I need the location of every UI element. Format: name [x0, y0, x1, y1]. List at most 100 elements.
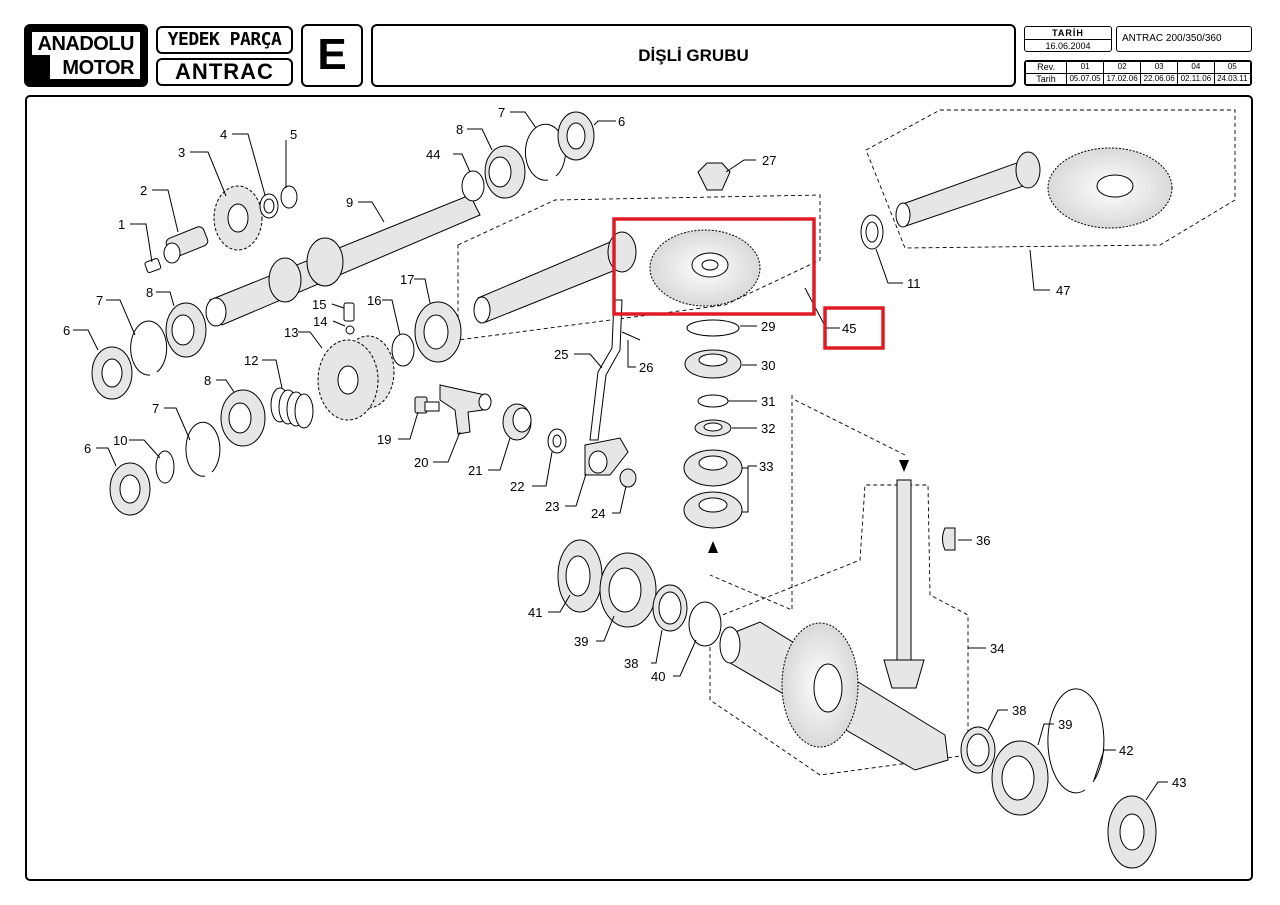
page-title: DİŞLİ GRUBU — [371, 24, 1016, 87]
label-part-8: 8 — [456, 122, 463, 137]
category-label: YEDEK PARÇA — [156, 26, 293, 54]
brand-logo: ANADOLU MOTOR — [24, 24, 148, 87]
label-part-6: 6 — [618, 114, 625, 129]
part-12-spring — [270, 387, 314, 429]
rev-date: 17.02.06 — [1103, 72, 1142, 85]
part-44-ring — [461, 170, 485, 202]
label-part-17: 17 — [400, 272, 414, 287]
part-6-seal-top — [557, 111, 595, 161]
rev-date-label: Tarih — [1025, 72, 1067, 85]
part-23-fork — [584, 437, 629, 476]
label-part-40: 40 — [651, 669, 665, 684]
part-47-pinion-shaft — [895, 151, 1041, 228]
arrow-up — [708, 541, 718, 553]
part-22-washer — [547, 428, 567, 454]
part-45-pinion-shaft — [473, 231, 637, 324]
rev-date: 24.03.11 — [1213, 72, 1251, 85]
label-part-26: 26 — [639, 360, 653, 375]
part-8-bearing-mid — [220, 389, 266, 447]
part-33-bearing-upper — [683, 449, 743, 487]
label-part-43: 43 — [1172, 775, 1186, 790]
part-2-pin — [163, 226, 209, 264]
label-part-12: 12 — [244, 353, 258, 368]
part-39-bearing-right — [991, 740, 1049, 816]
label-part-34: 34 — [990, 641, 1004, 656]
part-47-crown-gear — [1047, 147, 1173, 229]
part-5-ring — [280, 185, 298, 209]
label-part-19: 19 — [377, 432, 391, 447]
label-part-29: 29 — [761, 319, 775, 334]
label-part-38: 38 — [1012, 703, 1026, 718]
assembly-path-2 — [794, 399, 906, 456]
part-labels: 1 2 3 4 5 6 7 8 9 44 8 7 27 11 47 6 15 1… — [63, 105, 1186, 790]
part-45-crown-gear — [649, 229, 761, 307]
label-part-23: 23 — [545, 499, 559, 514]
label-part-39: 39 — [1058, 717, 1072, 732]
logo-line-2: MOTOR — [62, 57, 134, 79]
group-outline-34 — [709, 484, 969, 776]
label-part-31: 31 — [761, 394, 775, 409]
part-9-shaft — [205, 194, 481, 327]
label-part-2: 2 — [140, 183, 147, 198]
label-part-8: 8 — [146, 285, 153, 300]
part-15-spring — [343, 302, 355, 322]
label-part-41: 41 — [528, 605, 542, 620]
part-25-rod — [589, 299, 623, 441]
model-range: ANTRAC 200/350/360 — [1116, 26, 1252, 52]
label-part-33: 33 — [759, 459, 773, 474]
part-19-key — [414, 396, 440, 414]
part-14-ball — [345, 325, 355, 335]
leader-lines — [73, 111, 1168, 801]
label-part-39: 39 — [574, 634, 588, 649]
part-8-bearing-left — [165, 302, 207, 358]
label-part-30: 30 — [761, 358, 775, 373]
label-part-32: 32 — [761, 421, 775, 436]
part-27-nut — [697, 162, 731, 191]
label-part-16: 16 — [367, 293, 381, 308]
part-17-bearing — [414, 301, 462, 363]
label-part-4: 4 — [220, 127, 227, 142]
part-41-seal — [557, 539, 603, 613]
label-part-6: 6 — [63, 323, 70, 338]
part-38-ring-right — [960, 726, 996, 774]
revision-table: Rev. 01 02 03 04 05 Tarih 05.07.05 17.02… — [1024, 60, 1252, 86]
part-1-bolt — [144, 258, 162, 274]
part-6-seal-bottom — [109, 462, 151, 516]
part-30-bearing — [684, 349, 742, 379]
part-24-bolt — [619, 468, 637, 488]
label-part-1: 1 — [118, 217, 125, 232]
date-label: TARİH — [1025, 27, 1111, 40]
part-31-ring — [697, 394, 729, 408]
group-outline-45 — [457, 194, 821, 341]
label-part-42: 42 — [1119, 743, 1133, 758]
arrow-down — [899, 460, 909, 472]
part-3-gear — [213, 185, 263, 251]
label-part-20: 20 — [414, 455, 428, 470]
part-34-bevel-gear — [781, 622, 859, 748]
label-part-5: 5 — [290, 127, 297, 142]
label-part-10: 10 — [113, 433, 127, 448]
part-7-circlip-left — [130, 320, 168, 376]
part-13-double-gear — [317, 335, 395, 421]
label-part-13: 13 — [284, 325, 298, 340]
part-36-key — [942, 527, 956, 551]
label-part-11: 11 — [907, 276, 921, 291]
part-29-circlip — [686, 319, 740, 337]
part-40-shim — [688, 601, 722, 647]
model-name: ANTRAC — [156, 58, 293, 86]
drawing-frame — [25, 95, 1253, 881]
part-16-ring — [391, 333, 415, 367]
label-part-38: 38 — [624, 656, 638, 671]
label-part-21: 21 — [468, 463, 482, 478]
part-34-vertical-shaft — [883, 479, 925, 689]
part-39-bearing-left — [599, 552, 657, 628]
part-33-bearing-lower — [683, 491, 743, 529]
label-part-45: 45 — [842, 321, 856, 336]
highlight-box-gear[interactable] — [612, 217, 816, 316]
logo-line-1: ANADOLU — [37, 33, 135, 55]
date-box: TARİH 16.06.2004 — [1024, 26, 1112, 52]
label-part-6: 6 — [84, 441, 91, 456]
label-part-44: 44 — [426, 147, 440, 162]
highlight-box-label-45[interactable] — [823, 306, 885, 350]
